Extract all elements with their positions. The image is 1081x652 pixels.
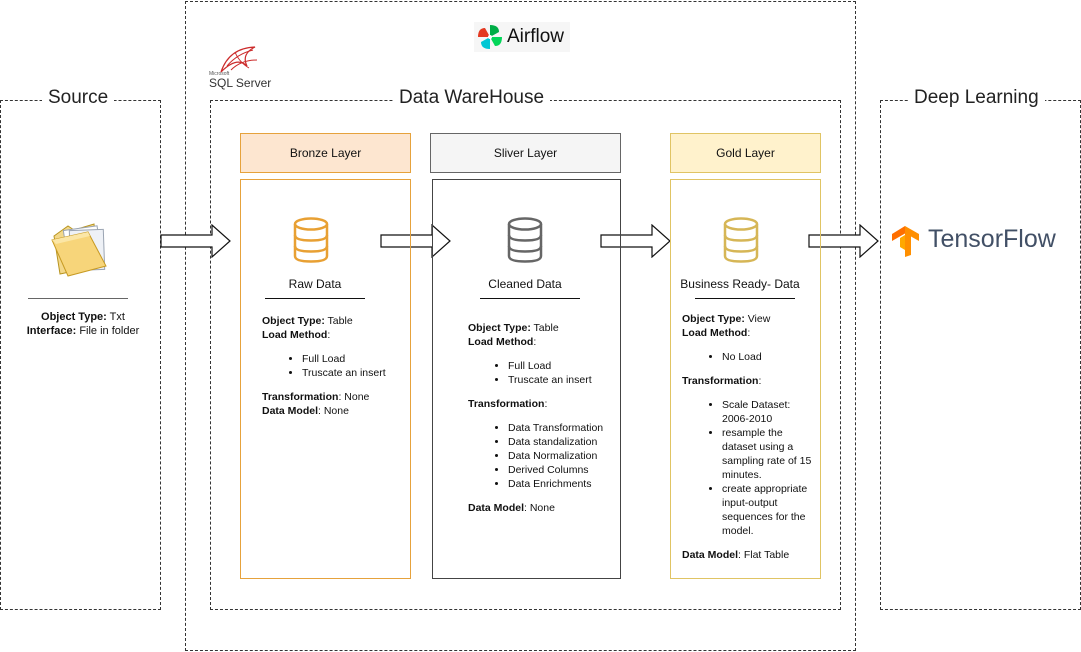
- silver-object-type-value: Table: [530, 322, 559, 334]
- silver-load-method-key: Load Method: [468, 336, 534, 348]
- silver-layer-header: Sliver Layer: [430, 133, 621, 173]
- silver-transform-item: Derived Columns: [508, 463, 618, 477]
- airflow-pinwheel-icon: [478, 25, 502, 49]
- arrow-silver-to-gold: [600, 224, 671, 258]
- silver-transform-item: Data Normalization: [508, 449, 618, 463]
- source-frame: [0, 100, 161, 610]
- bronze-layer-box: [240, 179, 411, 579]
- gold-transform-item: Scale Dataset: 2006-2010: [722, 398, 818, 426]
- gold-load-method-suffix: :: [747, 327, 751, 339]
- gold-layer-box: [670, 179, 821, 579]
- gold-transform-item: resample the dataset using a sampling ra…: [722, 426, 818, 482]
- silver-transformation-suffix: :: [544, 398, 548, 410]
- source-interface-value: File in folder: [76, 325, 140, 337]
- deep-learning-title: Deep Learning: [908, 87, 1045, 109]
- bronze-title-underline: [265, 298, 365, 299]
- silver-info: Object Type: Table Load Method: Full Loa…: [468, 321, 618, 515]
- warehouse-title: Data WareHouse: [393, 87, 551, 109]
- gold-transform-item: create appropriate input-output sequence…: [722, 482, 818, 538]
- gold-transformation-suffix: :: [758, 375, 762, 387]
- bronze-transformation-key: Transformation: [262, 391, 339, 403]
- bronze-object-type-key: Object Type:: [262, 315, 325, 327]
- airflow-frame: [185, 1, 856, 651]
- gold-title: Business Ready- Data: [680, 277, 800, 291]
- bronze-info: Object Type: Table Load Method: Full Loa…: [262, 314, 407, 418]
- arrow-gold-to-deep-learning: [808, 224, 879, 258]
- arrow-source-to-bronze: [160, 224, 231, 258]
- silver-transform-item: Data standalization: [508, 435, 618, 449]
- gold-data-model-value: : Flat Table: [738, 549, 790, 561]
- gold-object-type-value: View: [744, 313, 771, 325]
- silver-load-method-suffix: :: [533, 336, 537, 348]
- gold-object-type-key: Object Type:: [682, 313, 745, 325]
- silver-transform-item: Data Transformation: [508, 421, 618, 435]
- gold-title-underline: [695, 298, 795, 299]
- silver-layer-box: [432, 179, 621, 579]
- tensorflow-label: TensorFlow: [928, 225, 1056, 253]
- gold-layer-header: Gold Layer: [670, 133, 821, 173]
- source-info: Object Type: Txt Interface: File in fold…: [8, 310, 158, 338]
- deep-learning-frame: [880, 100, 1081, 610]
- sqlserver-small-label: Microsoft: [209, 71, 230, 77]
- bronze-title: Raw Data: [288, 277, 342, 291]
- bronze-load-method-suffix: :: [327, 329, 331, 341]
- silver-data-model-value: : None: [524, 502, 555, 514]
- bronze-data-model-key: Data Model: [262, 405, 319, 417]
- bronze-load-item: Full Load: [302, 352, 407, 366]
- gold-info: Object Type: View Load Method: No Load T…: [682, 312, 818, 562]
- silver-load-item: Full Load: [508, 359, 618, 373]
- folder-icon: [51, 223, 107, 277]
- bronze-object-type-value: Table: [324, 315, 353, 327]
- source-title: Source: [42, 87, 115, 109]
- silver-title-underline: [480, 298, 580, 299]
- silver-data-model-key: Data Model: [468, 502, 525, 514]
- sqlserver-logo: Microsoft SQL Server: [207, 44, 277, 92]
- silver-load-item: Truscate an insert: [508, 373, 618, 387]
- bronze-data-model-value: : None: [318, 405, 349, 417]
- bronze-layer-header: Bronze Layer: [240, 133, 411, 173]
- source-object-type-key: Object Type:: [41, 311, 107, 323]
- silver-database-icon: [507, 217, 543, 263]
- gold-load-item: No Load: [722, 350, 818, 364]
- gold-database-icon: [723, 217, 759, 263]
- sqlserver-label: SQL Server: [209, 76, 272, 90]
- bronze-database-icon: [293, 217, 329, 263]
- bronze-transformation-value: : None: [338, 391, 370, 403]
- silver-transformation-key: Transformation: [468, 398, 545, 410]
- silver-object-type-key: Object Type:: [468, 322, 531, 334]
- gold-load-method-key: Load Method: [682, 327, 748, 339]
- sqlserver-icon: [220, 46, 258, 73]
- airflow-label: Airflow: [507, 26, 565, 47]
- bronze-load-item: Truscate an insert: [302, 366, 407, 380]
- source-interface-key: Interface:: [26, 325, 77, 337]
- gold-transformation-key: Transformation: [682, 375, 759, 387]
- silver-title: Cleaned Data: [488, 277, 562, 291]
- gold-data-model-key: Data Model: [682, 549, 739, 561]
- bronze-load-method-key: Load Method: [262, 329, 328, 341]
- airflow-logo: Airflow: [474, 22, 570, 52]
- source-object-type-value: Txt: [106, 311, 125, 323]
- silver-transform-item: Data Enrichments: [508, 477, 618, 491]
- source-underline: [28, 298, 128, 299]
- tensorflow-icon: [892, 226, 919, 257]
